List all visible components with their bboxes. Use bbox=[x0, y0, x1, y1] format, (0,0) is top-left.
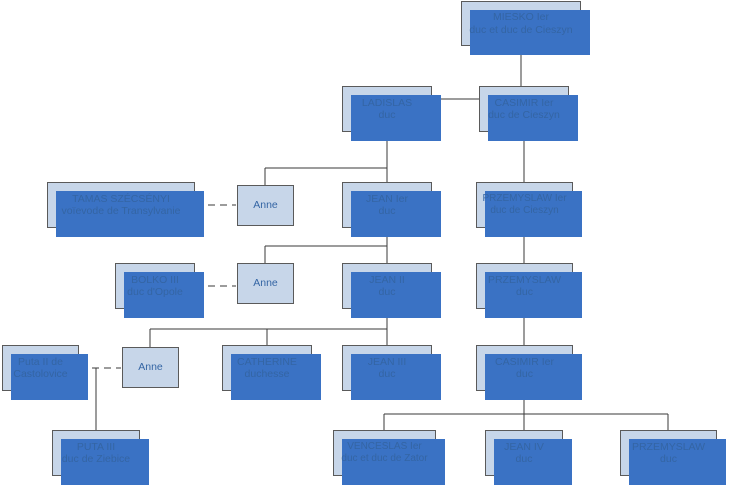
node-puta-ii[interactable]: Puta II de Castolovice bbox=[2, 345, 88, 400]
node-anne-3[interactable]: Anne bbox=[122, 347, 179, 388]
node-catherine[interactable]: CATHERINE duchesse bbox=[222, 345, 321, 400]
node-shadow bbox=[351, 354, 441, 400]
node-title: TAMAS SZÉCSÉNYI bbox=[72, 192, 170, 205]
node-title: PUTA III bbox=[76, 440, 116, 453]
node-subtitle: duc bbox=[378, 286, 396, 298]
node-przemyslaw-lower[interactable]: PRZEMYSLAW duc bbox=[620, 430, 726, 485]
node-title: BOLKO III bbox=[131, 273, 179, 286]
node-title: PRZEMYSLAW bbox=[487, 273, 562, 286]
node-jean-iii[interactable]: JEAN III duc bbox=[342, 345, 441, 400]
node-subtitle: duc d'Opole bbox=[127, 286, 183, 298]
node-title: JEAN II bbox=[369, 273, 405, 286]
node-shadow bbox=[470, 10, 590, 55]
node-title: LADISLAS bbox=[361, 96, 413, 109]
node-subtitle: duc de Cieszyn bbox=[488, 109, 560, 121]
node-subtitle: duc bbox=[516, 286, 533, 298]
node-title: Puta II de bbox=[18, 355, 63, 368]
node-subtitle: duc de Cieszyn bbox=[490, 205, 559, 216]
node-title: VENCESLAS Ier bbox=[347, 441, 422, 453]
node-shadow bbox=[11, 354, 88, 400]
node-shadow bbox=[351, 272, 441, 318]
node-title: CASIMIR Ier bbox=[495, 355, 554, 368]
node-tamas-szecsenyi[interactable]: TAMAS SZÉCSÉNYI voïevode de Transylvanie bbox=[47, 182, 204, 237]
node-miesko[interactable]: MIESKO Ier duc et duc de Cieszyn bbox=[461, 1, 590, 55]
node-title: JEAN Ier bbox=[365, 192, 408, 205]
node-title: CASIMIR Ier bbox=[494, 96, 554, 109]
node-title: MIESKO Ier bbox=[492, 11, 549, 24]
node-title: CATHERINE bbox=[237, 355, 297, 368]
node-anne-2[interactable]: Anne bbox=[237, 263, 294, 304]
node-shadow bbox=[124, 272, 204, 318]
node-subtitle: duc et duc de Cieszyn bbox=[469, 23, 573, 36]
node-shadow bbox=[494, 439, 572, 485]
node-subtitle: duc bbox=[660, 453, 677, 465]
node-title: JEAN IV bbox=[504, 440, 544, 453]
node-subtitle: duc bbox=[378, 109, 396, 121]
node-shadow bbox=[485, 272, 582, 318]
node-venceslas-1er[interactable]: VENCESLAS Ier duc et duc de Zator bbox=[333, 430, 445, 485]
node-shadow bbox=[485, 191, 582, 237]
node-subtitle: duc bbox=[516, 368, 533, 380]
node-casimir-1er[interactable]: CASIMIR Ier duc de Cieszyn bbox=[479, 86, 578, 141]
node-shadow bbox=[61, 439, 149, 485]
node-przemyslaw[interactable]: PRZEMYSLAW duc bbox=[476, 263, 582, 318]
node-shadow bbox=[231, 354, 321, 400]
node-subtitle: duchesse bbox=[244, 368, 290, 380]
node-subtitle: duc bbox=[378, 205, 396, 217]
node-shadow bbox=[351, 191, 441, 237]
node-title: Anne bbox=[253, 199, 278, 212]
node-shadow bbox=[351, 95, 441, 141]
node-casimir-1er-lower[interactable]: CASIMIR Ier duc bbox=[476, 345, 582, 400]
node-subtitle: duc de Ziebice bbox=[61, 453, 131, 465]
node-title: Anne bbox=[253, 277, 278, 290]
node-shadow bbox=[629, 439, 726, 485]
node-puta-iii[interactable]: PUTA III duc de Ziebice bbox=[52, 430, 149, 485]
node-shadow bbox=[342, 439, 445, 485]
node-subtitle: duc bbox=[515, 453, 533, 465]
node-przemyslaw-1er[interactable]: PRZEMYSLAW Ier duc de Cieszyn bbox=[476, 182, 582, 237]
node-title: Anne bbox=[138, 361, 163, 374]
node-jean-ii[interactable]: JEAN II duc bbox=[342, 263, 441, 318]
node-subtitle: duc bbox=[378, 368, 396, 380]
node-subtitle: duc et duc de Zator bbox=[341, 453, 428, 464]
node-subtitle: Castolovice bbox=[13, 368, 68, 380]
node-jean-1er[interactable]: JEAN Ier duc bbox=[342, 182, 441, 237]
node-title: JEAN III bbox=[367, 355, 407, 368]
node-ladislas[interactable]: LADISLAS duc bbox=[342, 86, 441, 141]
node-shadow bbox=[485, 354, 582, 400]
node-jean-iv[interactable]: JEAN IV duc bbox=[485, 430, 572, 485]
node-bolko-iii[interactable]: BOLKO III duc d'Opole bbox=[115, 263, 204, 318]
node-subtitle: voïevode de Transylvanie bbox=[61, 205, 181, 217]
node-anne-1[interactable]: Anne bbox=[237, 185, 294, 226]
node-shadow bbox=[488, 95, 578, 141]
node-title: PRZEMYSLAW bbox=[631, 440, 706, 453]
node-title: PRZEMYSLAW Ier bbox=[482, 193, 567, 205]
node-shadow bbox=[56, 191, 204, 237]
